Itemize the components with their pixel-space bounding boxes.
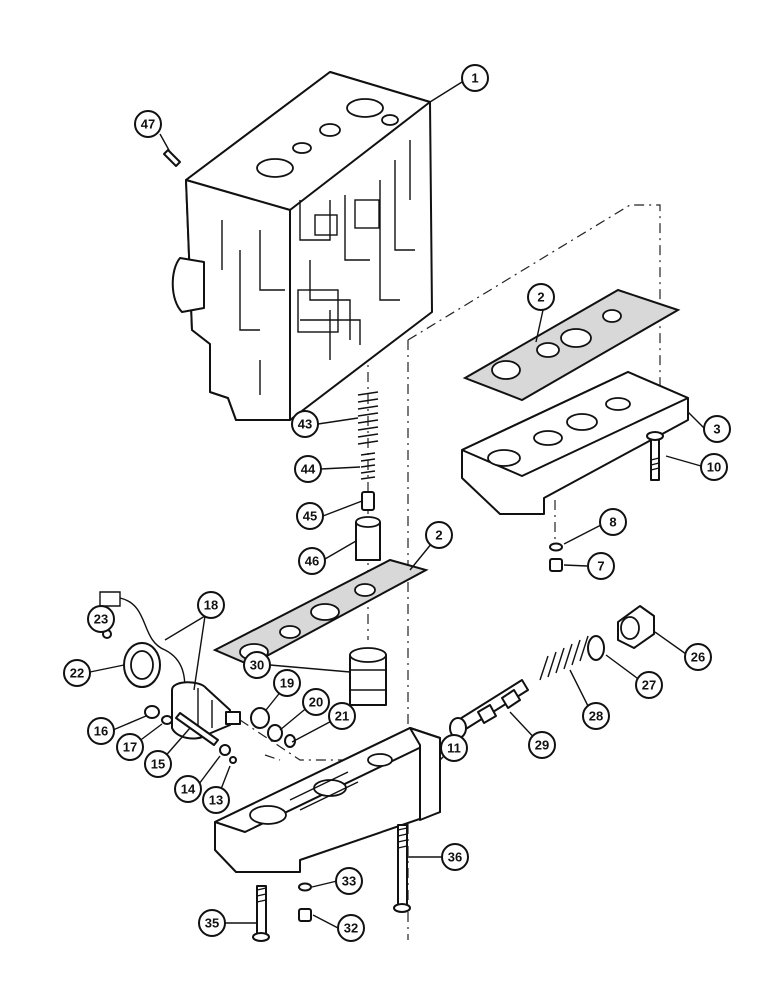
cap-16 <box>144 705 160 719</box>
callout-10-label: 10 <box>707 460 721 475</box>
callout-19: 19 <box>273 669 301 697</box>
callout-10: 10 <box>700 453 728 481</box>
callout-27: 27 <box>635 671 663 699</box>
callout-16-label: 16 <box>94 724 108 739</box>
callout-35-label: 35 <box>205 916 219 931</box>
callout-45: 45 <box>296 502 324 530</box>
callout-26: 26 <box>684 643 712 671</box>
callout-18: 18 <box>197 591 225 619</box>
callout-11: 11 <box>440 734 468 762</box>
plug-32 <box>298 908 312 922</box>
callout-8: 8 <box>599 508 627 536</box>
callout-15-label: 15 <box>151 757 165 772</box>
o-ring-33 <box>298 882 312 892</box>
lower-valve-body <box>214 727 441 873</box>
callout-32: 32 <box>337 914 365 942</box>
ring-17 <box>161 715 173 725</box>
bolt-36 <box>393 824 411 913</box>
callout-28-label: 28 <box>589 709 603 724</box>
callout-22-label: 22 <box>70 666 84 681</box>
callout-43-label: 43 <box>298 417 312 432</box>
callout-44-label: 44 <box>301 462 316 477</box>
callout-2-upper: 2 <box>527 283 555 311</box>
callout-1-label: 1 <box>471 71 478 86</box>
callout-30-label: 30 <box>250 658 264 673</box>
pin-15 <box>175 712 219 746</box>
callout-13: 13 <box>202 786 230 814</box>
o-ring-8 <box>549 542 563 552</box>
o-ring-19 <box>250 707 270 729</box>
valve-body <box>171 71 433 421</box>
callout-47-label: 47 <box>141 117 155 132</box>
callout-13-label: 13 <box>209 793 223 808</box>
seal-22 <box>123 642 161 688</box>
callout-14-label: 14 <box>181 782 196 797</box>
callout-8-label: 8 <box>609 515 616 530</box>
callout-7-label: 7 <box>597 559 604 574</box>
plug-26 <box>617 605 655 649</box>
callout-19-label: 19 <box>280 676 294 691</box>
callout-36: 36 <box>441 843 469 871</box>
callout-32-label: 32 <box>344 921 358 936</box>
callout-11-label: 11 <box>447 741 461 756</box>
callout-27-label: 27 <box>642 678 656 693</box>
dowel-pin <box>163 149 181 167</box>
callout-45-label: 45 <box>303 509 317 524</box>
ball-13 <box>229 756 237 764</box>
callout-47: 47 <box>134 110 162 138</box>
o-ring-20 <box>267 724 283 742</box>
callout-20: 20 <box>302 688 330 716</box>
callout-18-label: 18 <box>204 598 218 613</box>
callout-23: 23 <box>87 605 115 633</box>
callout-28: 28 <box>582 702 610 730</box>
callout-46: 46 <box>298 547 326 575</box>
callout-26-label: 26 <box>691 650 705 665</box>
callout-30: 30 <box>243 651 271 679</box>
callout-1: 1 <box>461 64 489 92</box>
upper-plate <box>461 371 689 515</box>
callout-17: 17 <box>116 733 144 761</box>
callout-33-label: 33 <box>342 874 356 889</box>
callout-3-label: 3 <box>713 422 720 437</box>
callout-29: 29 <box>528 731 556 759</box>
callout-2-lower: 2 <box>425 521 453 549</box>
plug-7 <box>549 558 563 572</box>
callout-7: 7 <box>587 552 615 580</box>
callout-29-label: 29 <box>535 738 549 753</box>
callout-17-label: 17 <box>123 740 137 755</box>
ball-14 <box>219 744 231 756</box>
callout-22: 22 <box>63 659 91 687</box>
callout-33: 33 <box>335 867 363 895</box>
callout-43: 43 <box>291 410 319 438</box>
spring-28 <box>539 635 589 681</box>
lower-gasket <box>212 558 429 667</box>
spool-valve-29 <box>449 679 529 739</box>
callout-14: 14 <box>174 775 202 803</box>
valve-sleeve-30 <box>349 647 387 706</box>
bolt-35 <box>252 885 270 942</box>
callout-21-label: 21 <box>335 709 349 724</box>
callout-2-lower-label: 2 <box>435 528 442 543</box>
callout-3: 3 <box>703 415 731 443</box>
callout-20-label: 20 <box>309 695 323 710</box>
callout-46-label: 46 <box>305 554 319 569</box>
callout-15: 15 <box>144 750 172 778</box>
o-ring-27 <box>587 635 605 661</box>
callout-2-upper-label: 2 <box>537 290 544 305</box>
callout-35: 35 <box>198 909 226 937</box>
plug-45 <box>361 491 375 511</box>
upper-gasket <box>462 288 681 402</box>
callout-44: 44 <box>294 455 322 483</box>
spring-43 <box>357 391 379 445</box>
callout-16: 16 <box>87 717 115 745</box>
callout-21: 21 <box>328 702 356 730</box>
spool-46 <box>355 516 381 561</box>
callout-23-label: 23 <box>94 612 108 627</box>
callout-36-label: 36 <box>448 850 462 865</box>
bolt-10 <box>646 431 664 481</box>
spring-44 <box>360 452 376 480</box>
